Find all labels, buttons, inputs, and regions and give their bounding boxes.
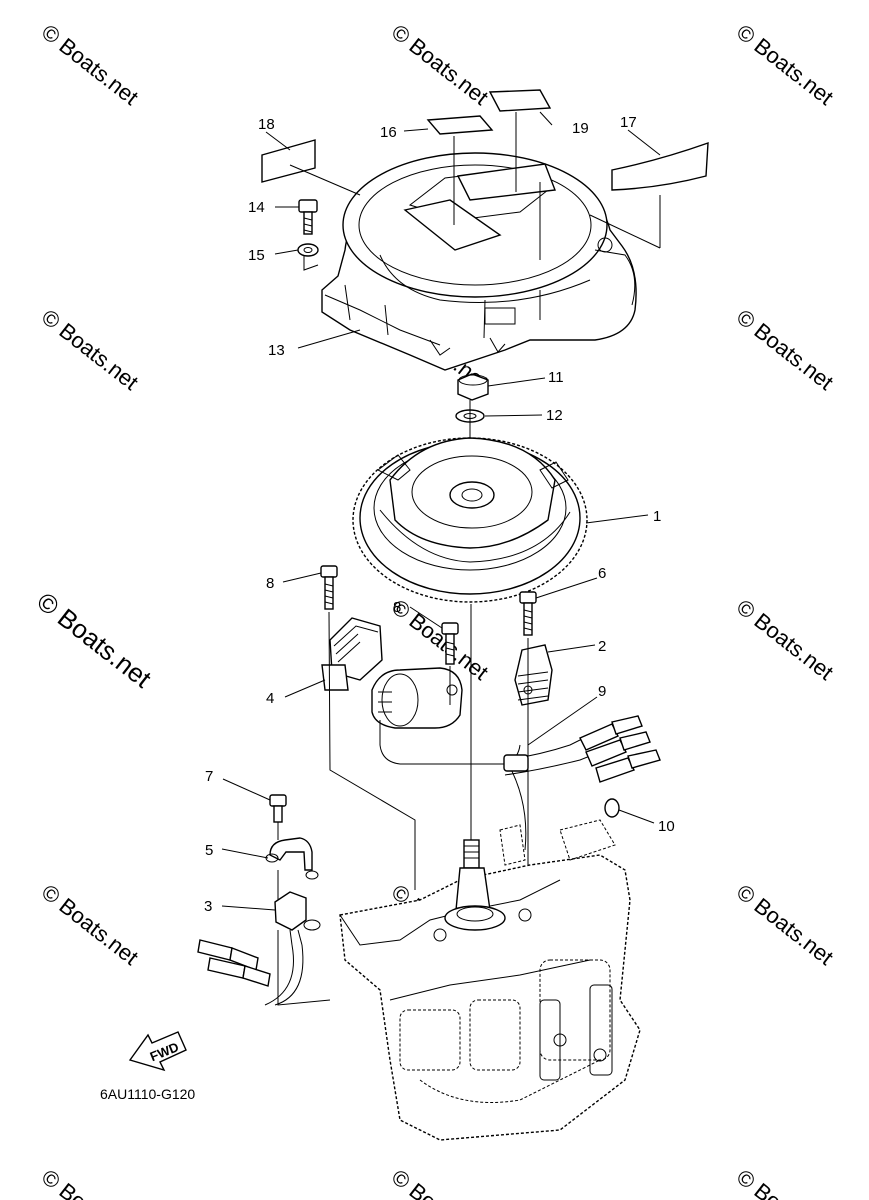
watermark: © Boats.net <box>37 1164 143 1200</box>
leader-lines <box>221 111 661 911</box>
nut-11 <box>457 373 489 401</box>
side-watermark: © Boats.net <box>31 586 157 694</box>
callout-8: 8 <box>266 575 274 592</box>
callout-1: 1 <box>653 508 661 525</box>
callout-15: 15 <box>248 247 265 264</box>
bolt-8 <box>320 565 338 610</box>
callout-18: 18 <box>258 116 275 133</box>
pulser-coil-2 <box>514 644 553 706</box>
grommet-10 <box>604 798 620 818</box>
watermark: © Boats.net <box>387 19 493 110</box>
callout-11: 11 <box>548 369 564 386</box>
watermark: © Boats.net <box>37 304 143 395</box>
drawing-code: 6AU1110-G120 <box>100 1086 195 1102</box>
callout-13: 13 <box>268 342 285 359</box>
callout-8: 8 <box>393 599 401 616</box>
callout-3: 3 <box>204 898 212 915</box>
wire-harness-9 <box>503 715 661 851</box>
callout-5: 5 <box>205 842 213 859</box>
bracket-5 <box>265 837 319 880</box>
washer-15 <box>297 243 319 257</box>
callout-14: 14 <box>248 199 265 216</box>
charge-coil-4 <box>321 617 521 765</box>
fwd-arrow-icon: FWD <box>128 1031 187 1072</box>
thermoswitch-3 <box>197 891 321 1006</box>
callout-7: 7 <box>205 768 213 785</box>
watermark: © Boats.net <box>37 19 143 110</box>
callout-10: 10 <box>658 818 675 835</box>
callout-17: 17 <box>620 114 637 131</box>
bolt-8 <box>441 622 459 665</box>
crankshaft <box>444 839 506 931</box>
watermark: © Boats.net <box>732 594 838 685</box>
watermark: © Boats.net <box>732 1164 838 1200</box>
bolt-6 <box>519 591 537 636</box>
label-17 <box>611 141 709 191</box>
callout-6: 6 <box>598 565 606 582</box>
watermark: © Boats.net <box>732 304 838 395</box>
watermark: © Boats.net <box>37 879 143 970</box>
callout-4: 4 <box>266 690 274 707</box>
bolt-14 <box>298 199 318 235</box>
callouts: 1 2 3 4 5 6 7 8 8 9 10 11 12 13 14 15 16… <box>204 114 675 915</box>
label-18 <box>261 139 316 183</box>
power-head <box>339 819 641 1141</box>
callout-19: 19 <box>572 120 589 137</box>
flywheel-cover <box>321 152 637 371</box>
callout-12: 12 <box>546 407 563 424</box>
label-19 <box>488 89 552 112</box>
watermark: © Boats.net <box>387 1164 493 1200</box>
bolt-7 <box>269 794 287 823</box>
watermark: © Boats.net <box>732 879 838 970</box>
callout-16: 16 <box>380 124 397 141</box>
watermark: © Boats.net <box>732 19 838 110</box>
callout-9: 9 <box>598 683 606 700</box>
callout-2: 2 <box>598 638 606 655</box>
flywheel <box>352 437 588 603</box>
label-16 <box>426 115 494 135</box>
